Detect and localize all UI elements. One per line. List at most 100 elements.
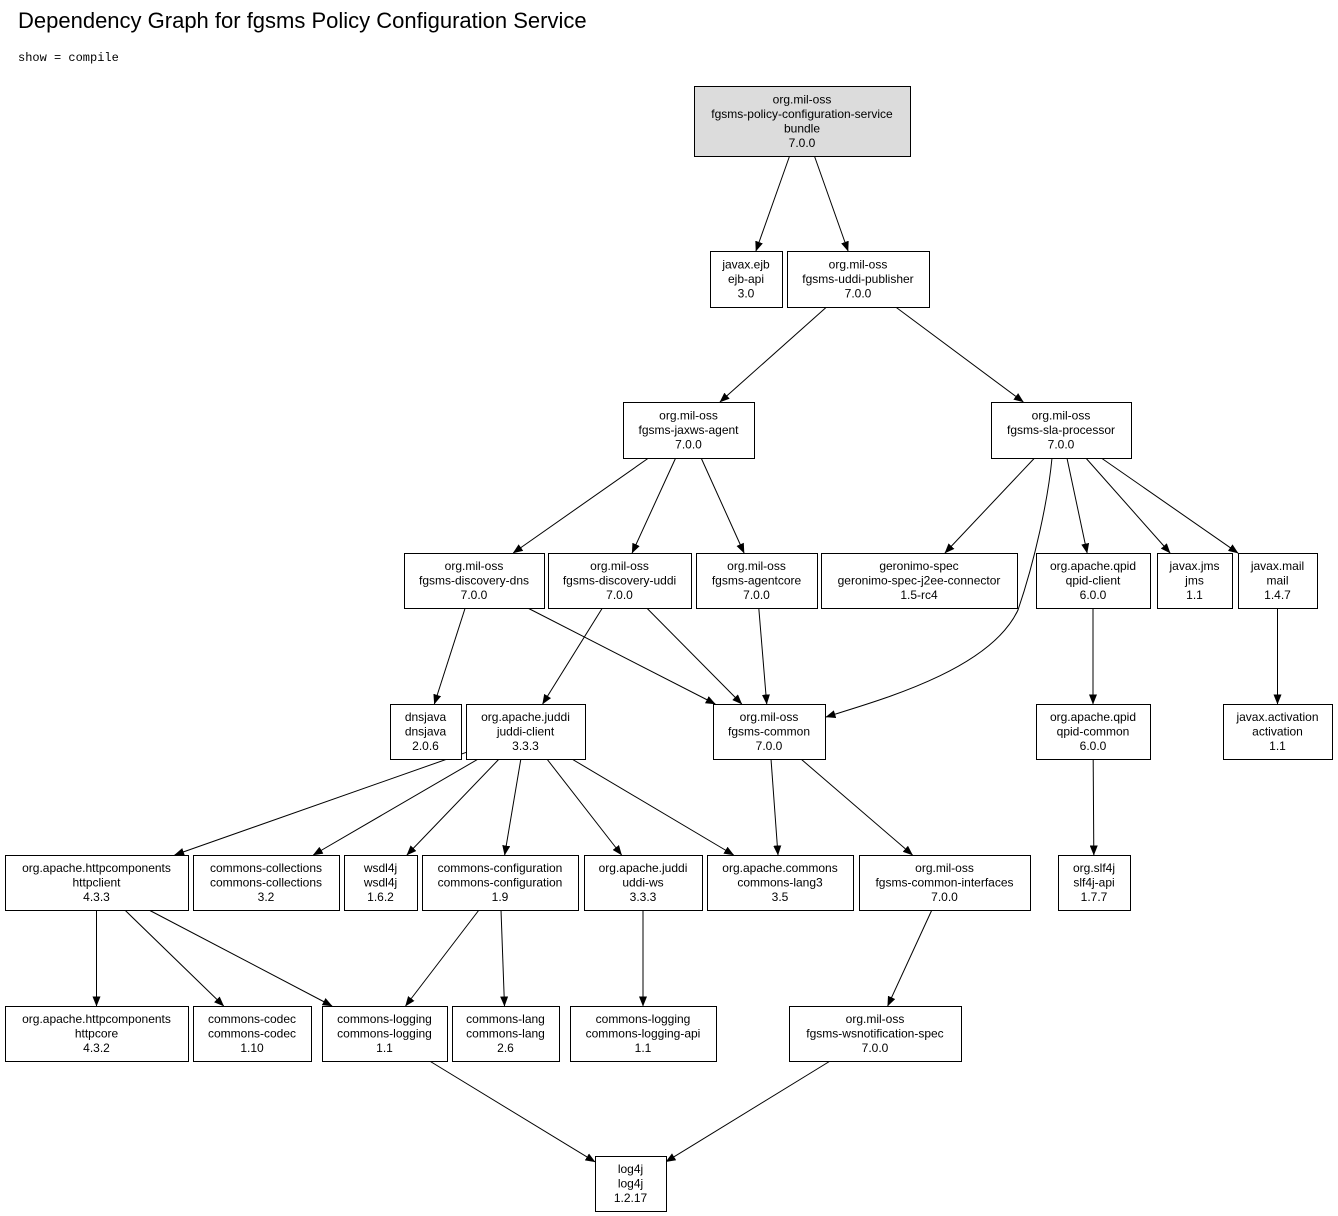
node-label-line: commons-logging (596, 1012, 691, 1026)
node-label-line: jms (1184, 574, 1204, 588)
edge-configuration-to-logging (405, 909, 480, 1007)
node-collections[interactable]: commons-collectionscommons-collections3.… (193, 855, 340, 911)
node-label-line: 3.0 (738, 287, 755, 301)
node-label-line: fgsms-agentcore (712, 574, 802, 588)
edge-jaxws-to-dns (512, 457, 649, 554)
edge-httpclient-to-logging (148, 909, 333, 1007)
node-geronimo[interactable]: geronimo-specgeronimo-spec-j2ee-connecto… (821, 553, 1018, 609)
node-label-line: fgsms-discovery-dns (419, 574, 529, 588)
node-box (859, 855, 1031, 911)
node-label-line: org.apache.httpcomponents (22, 1012, 171, 1026)
edge-sla-to-geronimo (944, 457, 1035, 554)
node-label-line: org.mil-oss (915, 861, 974, 875)
node-label-line: 7.0.0 (756, 739, 783, 753)
node-root[interactable]: org.mil-ossfgsms-policy-configuration-se… (694, 86, 911, 157)
edge-duddi-to-common (646, 607, 743, 705)
edge-dns-to-common (527, 607, 716, 705)
edge-httpclient-to-codec (124, 909, 225, 1007)
edge-sla-to-jms (1085, 457, 1171, 554)
node-box (595, 1156, 667, 1212)
node-label-line: qpid-common (1057, 725, 1130, 739)
node-label-line: fgsms-wsnotification-spec (806, 1027, 943, 1041)
node-box (422, 855, 579, 911)
node-label-line: 7.0.0 (789, 136, 816, 150)
edge-logging-to-log4j (429, 1060, 596, 1163)
node-box (452, 1006, 560, 1062)
node-configuration[interactable]: commons-configurationcommons-configurati… (422, 855, 579, 911)
node-label-line: geronimo-spec-j2ee-connector (838, 574, 1001, 588)
edge-qpidcommon-to-slf4j (1089, 758, 1098, 856)
edge-common-to-lang3 (770, 758, 782, 856)
node-label-line: commons-codec (208, 1027, 296, 1041)
node-box (707, 855, 854, 911)
node-label-line: 1.1 (1269, 739, 1286, 753)
node-label-line: fgsms-discovery-uddi (563, 574, 676, 588)
node-box (5, 1006, 189, 1062)
node-label-line: wsdl4j (363, 876, 397, 890)
node-label-line: 1.6.2 (367, 890, 394, 904)
node-label-line: fgsms-sla-processor (1007, 423, 1115, 437)
node-box (1058, 855, 1131, 911)
node-label-line: activation (1252, 725, 1303, 739)
node-label-line: org.mil-oss (829, 258, 888, 272)
node-box (787, 251, 930, 308)
edge-root-to-ejb (755, 155, 791, 252)
edge-jaxws-to-duddi (631, 457, 677, 554)
node-label-line: 7.0.0 (1048, 438, 1075, 452)
node-label-line: log4j (618, 1177, 643, 1191)
node-label-line: dnsjava (405, 725, 447, 739)
node-label-line: javax.activation (1235, 710, 1318, 724)
edge-duddi-to-juddiclient (542, 607, 603, 705)
node-label-line: 1.1 (1186, 588, 1203, 602)
node-wsnotif[interactable]: org.mil-ossfgsms-wsnotification-spec7.0.… (789, 1006, 962, 1062)
node-label-line: org.mil-oss (846, 1012, 905, 1026)
node-label-line: uddi-ws (622, 876, 663, 890)
node-label-line: commons-codec (208, 1012, 296, 1026)
edge-agentcore-to-common (758, 607, 770, 705)
node-label-line: org.mil-oss (727, 559, 786, 573)
node-label-line: 2.0.6 (412, 739, 439, 753)
node-label-line: org.mil-oss (740, 710, 799, 724)
node-box (322, 1006, 448, 1062)
node-label-line: qpid-client (1066, 574, 1121, 588)
edge-sla-to-qpidclient (1066, 457, 1090, 554)
node-label-line: 3.3.3 (512, 739, 539, 753)
node-label-line: org.apache.juddi (599, 861, 688, 875)
node-label-line: 1.1 (376, 1041, 393, 1055)
node-label-line: org.mil-oss (773, 92, 832, 106)
node-box (584, 855, 703, 911)
edge-dns-to-dnsjava (433, 607, 466, 705)
node-label-line: 7.0.0 (931, 890, 958, 904)
node-box (5, 855, 189, 911)
node-label-line: bundle (784, 121, 820, 135)
node-label-line: 7.0.0 (845, 287, 872, 301)
node-label-line: 1.10 (240, 1041, 264, 1055)
